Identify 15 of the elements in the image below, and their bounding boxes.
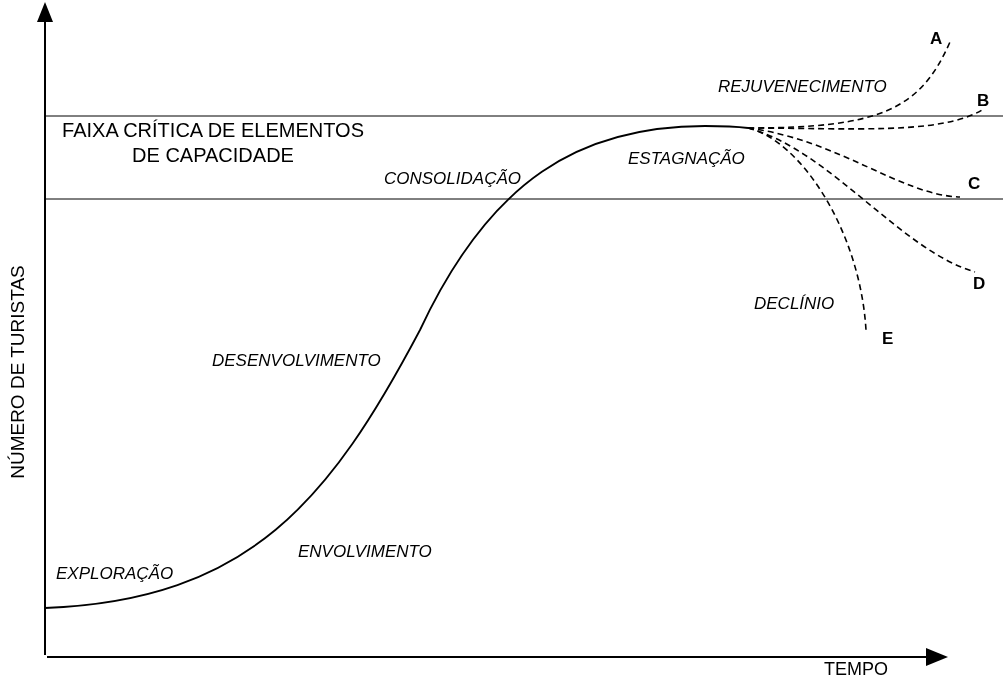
- curve-label: D: [973, 273, 986, 295]
- curve-label: C: [968, 173, 981, 195]
- axis-label: TEMPO: [824, 658, 888, 681]
- stage-label: DESENVOLVIMENTO: [212, 350, 381, 372]
- stage-label: DECLÍNIO: [754, 293, 835, 315]
- curve-label: B: [977, 90, 990, 112]
- stage-label: ESTAGNAÇÃO: [628, 148, 745, 170]
- curve-label: E: [882, 328, 894, 350]
- stage-label: REJUVENECIMENTO: [718, 76, 887, 98]
- axis-label: NÚMERO DE TURISTAS: [6, 265, 30, 479]
- stage-label: EXPLORAÇÃO: [56, 563, 174, 585]
- curve-label: A: [930, 28, 943, 50]
- stage-label: ENVOLVIMENTO: [298, 541, 432, 563]
- band-label: FAIXA CRÍTICA DE ELEMENTOS DE CAPACIDADE: [61, 118, 365, 168]
- stage-label: CONSOLIDAÇÃO: [384, 168, 521, 190]
